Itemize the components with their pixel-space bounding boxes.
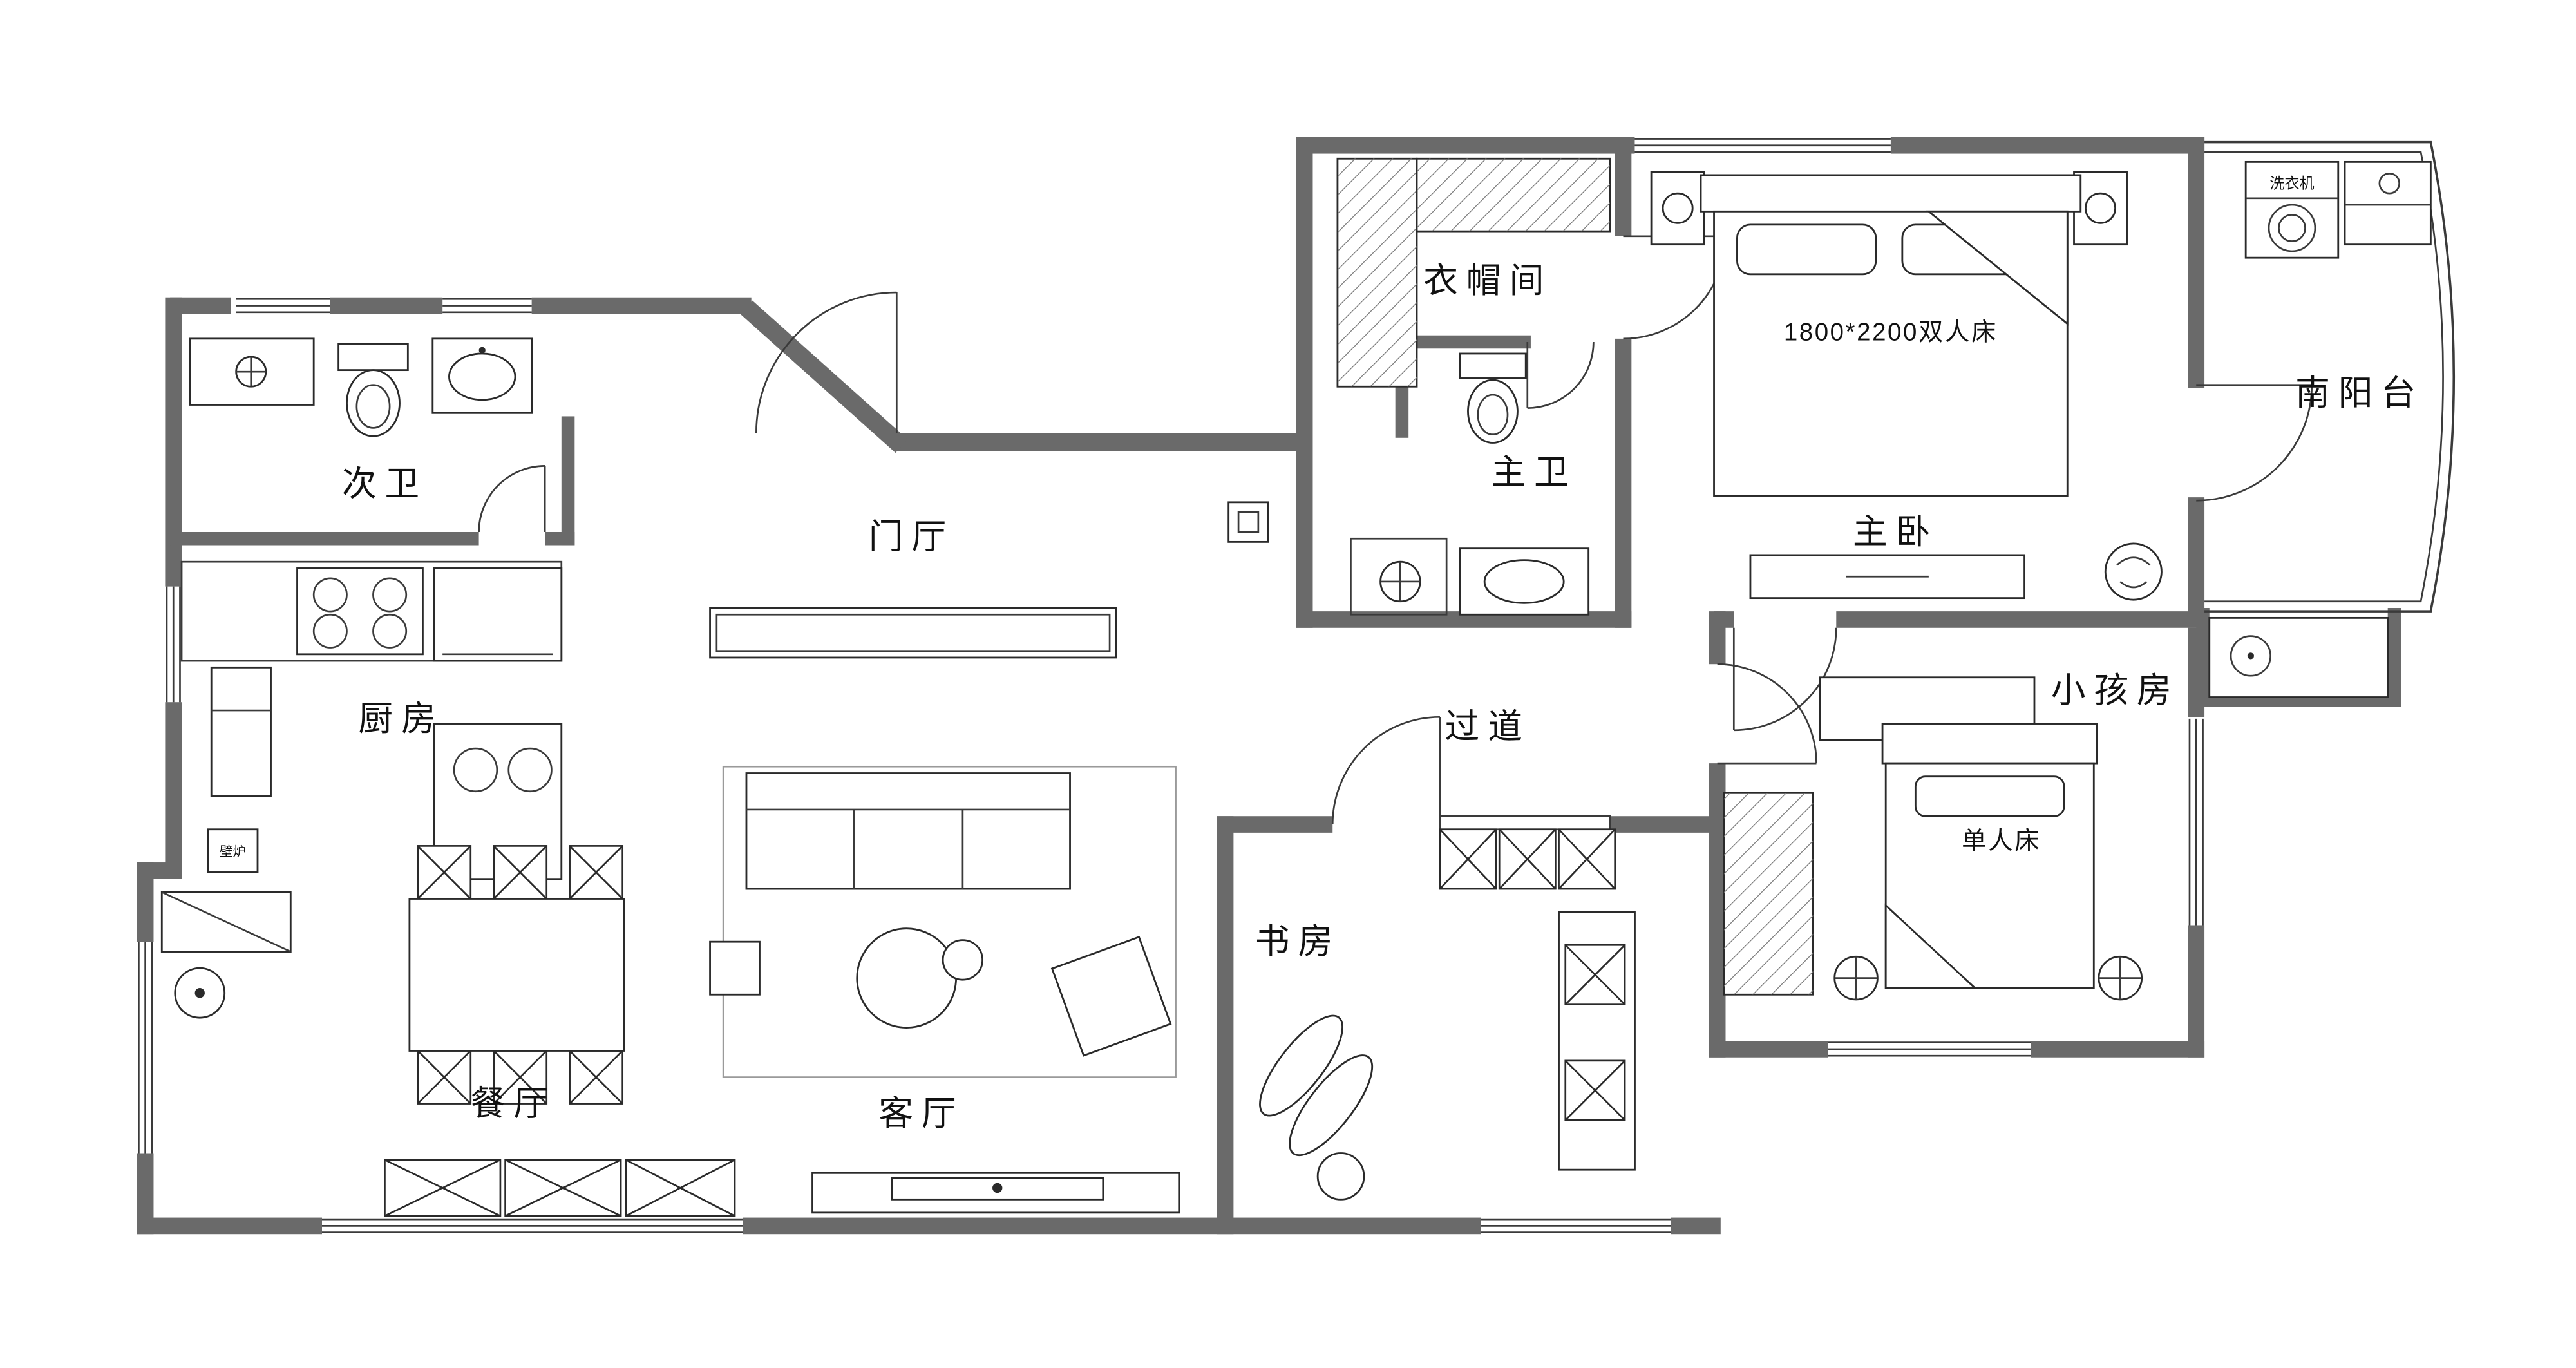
kitchen-cabinet (433, 567, 563, 662)
doors (478, 235, 2313, 825)
single-bed-label: 单人床 (1962, 828, 2041, 855)
sink-basin-icon (507, 747, 553, 793)
master-bath-door (1526, 341, 1595, 409)
lamp-icon (2085, 192, 2117, 224)
fridge-icon (210, 666, 272, 797)
boiler-label: 壁炉 (220, 844, 246, 859)
study-label: 书房 (1255, 922, 1341, 961)
living-room (384, 501, 1269, 1217)
washing-machine-icon: 洗衣机 (2244, 160, 2340, 259)
study-shelves (1439, 828, 1616, 890)
foyer-console (709, 607, 1117, 659)
cloakroom-label: 衣帽间 (1423, 261, 1552, 300)
study-door (1331, 716, 1441, 825)
kids-room-door (1717, 663, 1817, 765)
tv-console (811, 1172, 1180, 1214)
master-bedroom-label: 主卧 (1853, 513, 1938, 551)
round-table-icon (1316, 1152, 1365, 1201)
windows (138, 138, 2456, 1233)
bedside-lamp-icon (2098, 955, 2143, 1001)
plant-icon (2104, 542, 2163, 601)
toilet-icon (1459, 352, 1527, 444)
south-balcony-label: 南阳台 (2295, 374, 2424, 412)
accent-table-icon (1050, 935, 1172, 1057)
entry-door (755, 291, 898, 433)
small-table-icon (942, 939, 984, 981)
room-labels: 次卫 门厅 厨房 餐厅 客厅 过道 书房 衣帽间 主卫 主卧 南阳台 小孩房 (342, 261, 2424, 1133)
single-bed-icon (1881, 723, 2098, 989)
study (1259, 828, 1636, 1201)
sink-icon (431, 337, 533, 414)
dining-room (160, 845, 625, 1105)
double-bed-label: 1800*2200双人床 (1784, 318, 1998, 346)
master-bedroom-door (1732, 627, 1837, 732)
dining-label: 餐厅 (471, 1085, 556, 1123)
secondary-bath-label: 次卫 (342, 465, 428, 504)
entry-diagonal-wall (740, 300, 908, 453)
kitchen-label: 厨房 (358, 699, 444, 738)
living-rug (722, 765, 1177, 1078)
master-bath-label: 主卫 (1491, 453, 1577, 492)
cloakroom (1336, 157, 1611, 388)
side-table-icon (709, 940, 761, 996)
laundry-sink-counter (2208, 616, 2389, 698)
south-balcony: 洗衣机 (2208, 160, 2432, 698)
double-bed-icon (1700, 174, 2082, 497)
boiler-icon: 壁炉 (207, 828, 259, 873)
coffee-table-icon (856, 927, 958, 1029)
shower-icon (1350, 537, 1448, 616)
cloakroom-door (1623, 235, 1727, 340)
bedside-lamp-icon (1833, 955, 1879, 1001)
sofa-icon (745, 772, 1071, 890)
corner-cabinet (160, 891, 292, 953)
corridor-label: 过道 (1445, 708, 1531, 746)
balcony-door (2196, 384, 2313, 502)
kids-wardrobe (1723, 792, 1814, 996)
wardrobe-left (1336, 157, 1418, 388)
balcony-cabinet (2344, 160, 2432, 246)
dining-chairs (417, 845, 624, 1105)
floor-box-icon (1227, 501, 1269, 543)
wardrobe-top (1416, 157, 1611, 233)
kids-room: 单人床 (1723, 676, 2143, 1001)
washing-machine-label: 洗衣机 (2269, 175, 2314, 191)
shower-counter (189, 337, 315, 406)
window-cabinets (384, 1159, 736, 1217)
dresser-icon (1749, 554, 2025, 600)
dining-table (408, 898, 625, 1052)
living-label: 客厅 (878, 1094, 964, 1133)
sink-basin-icon (453, 747, 498, 793)
kids-room-label: 小孩房 (2051, 671, 2180, 710)
desk-chairs (1564, 944, 1626, 1121)
secondary-bath-door (478, 465, 546, 533)
lounge-chair-icon (1259, 1014, 1374, 1157)
master-bedroom: 1800*2200双人床 (1650, 171, 2163, 601)
secondary-bath (189, 337, 533, 437)
walls (137, 137, 2401, 1235)
master-bath (1350, 352, 1590, 616)
toilet-icon (337, 343, 409, 437)
vanity-icon (1459, 547, 1590, 616)
foyer-label: 门厅 (869, 518, 954, 556)
stove-icon (296, 567, 424, 656)
lamp-icon (1662, 192, 1694, 224)
